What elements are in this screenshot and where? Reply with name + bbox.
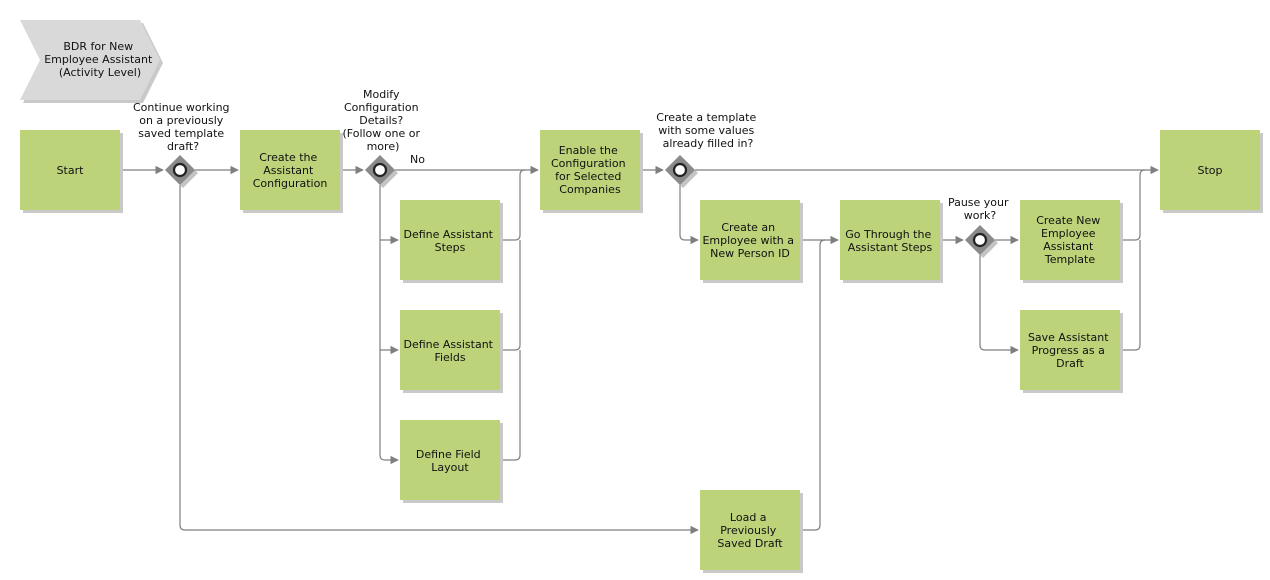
activity-label: Progress as a [1032,344,1105,357]
title-line: (Activity Level) [59,66,141,79]
activity-create-employee[interactable]: Create an Employee with a New Person ID [700,200,803,283]
activity-label: Assistant [1043,240,1094,253]
activity-define-steps[interactable]: Define Assistant Steps [400,200,503,283]
activity-save-progress[interactable]: Save Assistant Progress as a Draft [1020,310,1123,393]
activity-label: Previously [720,524,777,537]
gateway-question: Modify Configuration Details? (Follow on… [342,88,423,153]
activity-label: Start [57,164,85,177]
svg-text:Save Assistant Progress: Save Assistant Progress as a Draft [1028,331,1112,370]
activity-create-template[interactable]: Create New Employee Assistant Template [1020,200,1123,283]
gateway-question: Continue working on a previously saved t… [133,101,233,153]
activity-label: Layout [431,461,469,474]
edge-label-no: No [410,153,425,166]
activity-define-layout[interactable]: Define Field Layout [400,420,503,503]
activity-label: Define Assistant [403,338,493,351]
activity-label: Load a [730,511,767,524]
activity-define-fields[interactable]: Define Assistant Fields [400,310,503,393]
activity-label: Go Through the [845,228,931,241]
activity-label: Create New [1036,214,1100,227]
activity-label: Create the [259,151,317,164]
activity-label: Fields [434,351,465,364]
activity-label: Create an [721,221,775,234]
activity-label: Companies [559,183,621,196]
title-line: BDR for New [63,40,133,53]
title-line: Employee Assistant [44,53,153,66]
gateway-modify-config[interactable]: Modify Configuration Details? (Follow on… [342,88,425,188]
title-text: BDR for New Employee Assistant (Activity… [44,40,156,79]
svg-text:Create an Employee with: Create an Employee with a New Person ID [702,221,797,260]
activity-start[interactable]: Start [20,130,123,213]
activity-enable-config[interactable]: Enable the Configuration for Selected Co… [540,130,643,213]
activity-label: for Selected [555,170,621,183]
svg-text:Create the Assistant: Create the Assistant Configuration [253,151,328,190]
svg-text:Define Assistant Steps: Define Assistant Steps [403,228,496,254]
activity-label: Stop [1197,164,1222,177]
svg-text:Enable the Configuration: Enable the Configuration for Selected Co… [551,144,629,196]
activity-label: Employee [1041,227,1096,240]
connectors [120,165,1159,535]
activity-label: Steps [435,241,466,254]
activity-label: Configuration [253,177,328,190]
svg-text:Define Field Layout: Define Field Layout [416,448,484,474]
activity-label: Save Assistant [1028,331,1109,344]
activity-label: Assistant [263,164,314,177]
svg-text:Create New Employee: Create New Employee Assistant Template [1036,214,1104,266]
diagram-title: BDR for New Employee Assistant (Activity… [20,20,163,103]
activity-label: New Person ID [710,247,790,260]
activity-create-config[interactable]: Create the Assistant Configuration [240,130,343,213]
activity-label: Employee with a [702,234,794,247]
gateway-question: Pause your work? [948,196,1012,222]
gateway-pause-work[interactable]: Pause your work? [948,196,1012,258]
svg-text:Define Assistant Fields: Define Assistant Fields [403,338,496,364]
activity-stop[interactable]: Stop [1160,130,1263,213]
activity-label: Draft [1056,357,1084,370]
gateway-create-template[interactable]: Create a template with some values alrea… [656,111,759,188]
svg-text:Stop: Stop [1197,164,1222,177]
activity-label: Template [1044,253,1095,266]
activity-load-draft[interactable]: Load a Previously Saved Draft [700,490,803,573]
activity-label: Assistant Steps [848,241,933,254]
gateway-continue-working[interactable]: Continue working on a previously saved t… [133,101,233,188]
gateway-question: Create a template with some values alrea… [656,111,759,150]
svg-text:Go Through the Assistant: Go Through the Assistant Steps [845,228,934,254]
svg-text:Load a Previously: Load a Previously Saved Draft [717,511,783,550]
activity-label: Saved Draft [717,537,783,550]
svg-text:Start: Start [57,164,85,177]
activity-label: Define Field [416,448,481,461]
activity-label: Enable the [559,144,618,157]
activity-go-through-steps[interactable]: Go Through the Assistant Steps [840,200,943,283]
activity-label: Define Assistant [403,228,493,241]
activity-label: Configuration [551,157,626,170]
